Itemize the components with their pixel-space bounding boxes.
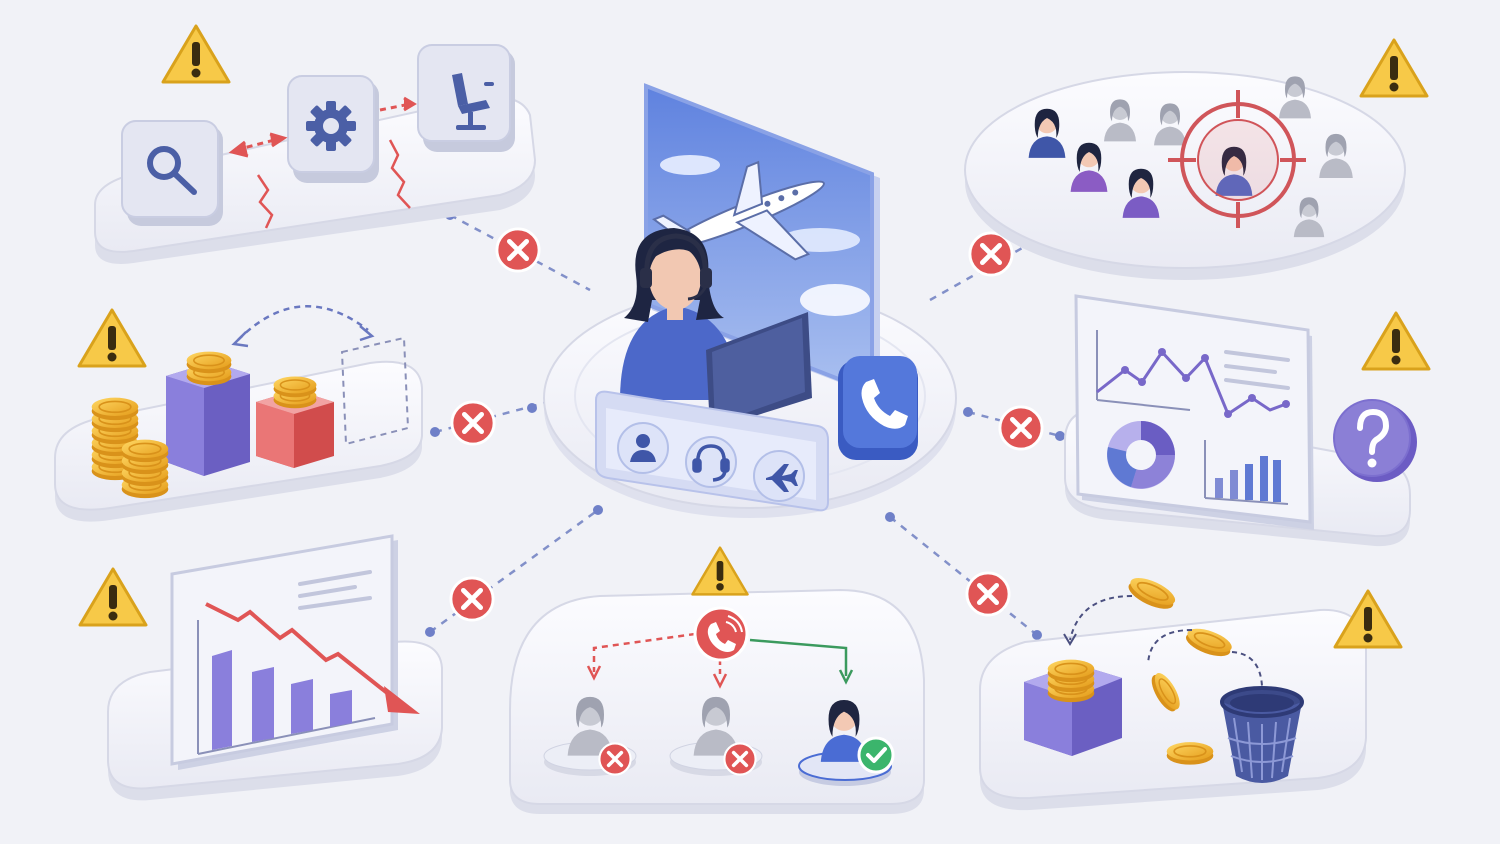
- agent-unavailable-1: [543, 696, 637, 776]
- seat-icon: [452, 73, 494, 130]
- user-icon: [630, 434, 656, 462]
- gear-icon: [306, 101, 356, 151]
- warning-icon: [691, 546, 749, 596]
- module-analytics-dashboard: [1064, 294, 1431, 547]
- search-tile: [121, 120, 223, 226]
- coin-stack-icon: [1046, 658, 1096, 703]
- airplane-icon: [651, 160, 825, 261]
- module-workflow: [94, 24, 537, 264]
- x-icon: [723, 742, 757, 776]
- module-budget-allocation: [54, 305, 423, 522]
- broken-link-x-icon: [452, 402, 494, 444]
- warning-icon: [1361, 311, 1431, 371]
- phone-icon: [861, 379, 908, 429]
- x-icon: [598, 742, 632, 776]
- coin-icon: [1123, 571, 1181, 616]
- agent-available: [798, 699, 895, 786]
- broken-flow-arrows: [228, 96, 417, 229]
- desk-headset-button[interactable]: [685, 436, 737, 488]
- target-icon: [1168, 90, 1306, 228]
- desk-flight-button[interactable]: [753, 450, 805, 502]
- headset-icon: [644, 233, 708, 279]
- warning-icon: [161, 24, 231, 84]
- phone-call-button[interactable]: [838, 356, 918, 460]
- warning-icon: [77, 308, 147, 368]
- warning-icon: [1359, 38, 1429, 98]
- headset-icon: [692, 444, 730, 482]
- gear-tile: [287, 75, 379, 183]
- reallocation-arrow: [237, 305, 369, 341]
- broken-link-x-icon: [1000, 407, 1042, 449]
- broken-link-x-icon: [451, 578, 493, 620]
- donut-chart-icon: [1107, 421, 1175, 489]
- module-wasted-spend: [979, 571, 1403, 811]
- center-hub: [543, 83, 957, 518]
- trash-bin-icon: [1220, 686, 1304, 783]
- module-call-routing: [509, 546, 925, 814]
- broken-link-x-icon: [967, 573, 1009, 615]
- agent-unavailable-2: [669, 696, 763, 776]
- bar-chart-icon: [1204, 440, 1289, 505]
- module-declining-sales: [78, 534, 443, 801]
- coin-icon: [1165, 741, 1215, 766]
- search-icon: [147, 146, 197, 195]
- line-chart-icon: [1096, 330, 1290, 418]
- declining-bar-chart-icon: [197, 620, 376, 755]
- warning-icon: [78, 567, 148, 627]
- broken-link-x-icon: [497, 229, 539, 271]
- check-icon: [857, 736, 895, 774]
- down-arrow-icon: [205, 602, 420, 714]
- broken-link-x-icon: [970, 233, 1012, 275]
- phone-call-icon: [693, 606, 749, 662]
- airplane-icon: [766, 464, 798, 492]
- question-icon: [1333, 399, 1417, 482]
- desk-user-button[interactable]: [617, 422, 669, 474]
- seat-tile: [417, 44, 515, 152]
- module-audience-targeting: [964, 38, 1429, 280]
- routing-paths: [586, 632, 854, 689]
